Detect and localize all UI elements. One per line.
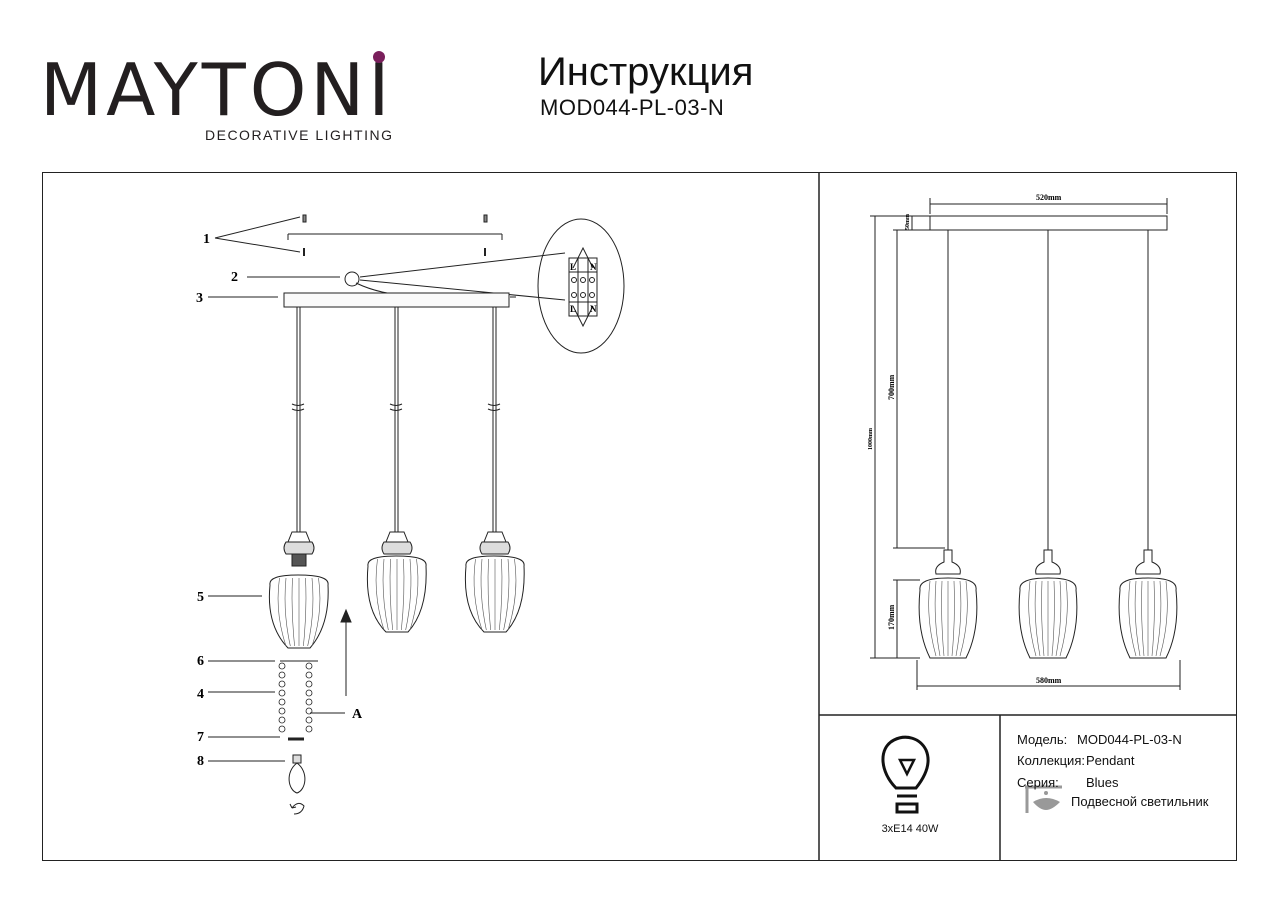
crystal-bead [305,725,313,733]
dim-overall-width: 580mm [1036,676,1062,685]
dim-canopy-height: 50mm [905,214,911,230]
part-label-4: 4 [197,687,204,702]
shade-rib [1141,580,1145,657]
crystal-bead [305,698,313,706]
spec-collection-value: Pendant [1086,753,1135,768]
shade-rib [1051,580,1055,657]
shade-rib [955,580,962,657]
shade-rib [311,577,321,647]
shade-rib [375,558,385,631]
shade-rib [499,558,503,631]
logo-tagline: DECORATIVE LIGHTING [205,127,394,143]
drawing-frame [42,172,1237,861]
wiring-label-live-top: L [570,262,576,272]
crystal-bead [305,680,313,688]
pendant-lamp-icon [1025,785,1062,813]
shade-rib [303,577,307,647]
shade-rib [487,558,491,631]
shade-rib [277,577,287,647]
part-label-7: 7 [197,730,204,745]
shade-rib [1041,580,1045,657]
shade-rib [1028,580,1037,657]
crystal-bead [278,698,286,706]
shade-rib [405,558,412,631]
dim-shade-height: 170mm [887,604,896,630]
shade-rib [382,558,389,631]
shade-rib [1034,580,1041,657]
crystal-bead [278,725,286,733]
spec-model-label: Модель: [1017,732,1068,747]
assembly-lower [208,595,352,815]
shade-rib [941,580,945,657]
crystal-bead [305,662,313,670]
spec-series-label: Серия: [1017,775,1059,790]
spec-collection-label: Коллекция: [1017,753,1085,768]
shade-rib [1151,580,1155,657]
crystal-bead [278,689,286,697]
shade-rib [959,580,968,657]
crystal-bead [278,662,286,670]
dim-cable-length: 700mm [887,374,896,400]
shade-rib [1055,580,1062,657]
shade-rib [928,580,937,657]
shade-rib [480,558,487,631]
wiring-label-live-bottom: L [570,304,576,314]
shade-rib [503,558,510,631]
bulb-spec: 3xE14 40W [881,823,939,835]
wiring-label-neutral-bottom: N [590,304,597,314]
part-label-1: 1 [203,232,210,247]
crystal-bead [305,716,313,724]
crystal-beads [278,662,313,733]
part-label-2: 2 [231,270,238,285]
logo-accent-dot [373,51,385,63]
dimension-drawing [870,198,1181,690]
shade-rib [401,558,405,631]
wiring-detail [537,218,625,354]
shade-rib [389,558,393,631]
spec-model-value: MOD044-PL-03-N [1077,732,1182,747]
part-label-6: 6 [197,654,204,669]
shade-rib [1128,580,1137,657]
shade-rib [409,558,419,631]
document-title: Инструкция [538,50,754,94]
dim-total-height: 1000mm [868,428,874,450]
part-label-3: 3 [196,291,203,306]
shade-rib [951,580,955,657]
dim-shade-ribs [928,580,1168,657]
shade-rib [1155,580,1162,657]
shade-rib [1059,580,1068,657]
shade-rib [284,577,291,647]
shade-ribs [277,558,517,647]
shade-rib [934,580,941,657]
crystal-bead [305,671,313,679]
shade-rib [1134,580,1141,657]
spec-series-value: Blues [1086,775,1119,790]
shade-rib [307,577,314,647]
part-label-8: 8 [197,754,204,769]
shade-rib [291,577,295,647]
logo-wordmark: MAYTONI [40,48,394,132]
lightbulb-icon [881,735,930,814]
shade-rib [473,558,483,631]
crystal-bead [305,689,313,697]
shade-rib [1159,580,1168,657]
crystal-bead [278,671,286,679]
part-label-5: 5 [197,590,204,605]
spec-type-value: Подвесной светильник [1071,794,1209,809]
shade-rib [507,558,517,631]
arrow-label-a: A [352,707,363,722]
document-model: MOD044-PL-03-N [540,95,725,120]
wiring-label-neutral-top: N [590,262,597,272]
crystal-bead [278,716,286,724]
crystal-bead [278,707,286,715]
assembly-drawing [208,214,566,649]
crystal-bead [278,680,286,688]
dim-canopy-width: 520mm [1036,193,1062,202]
